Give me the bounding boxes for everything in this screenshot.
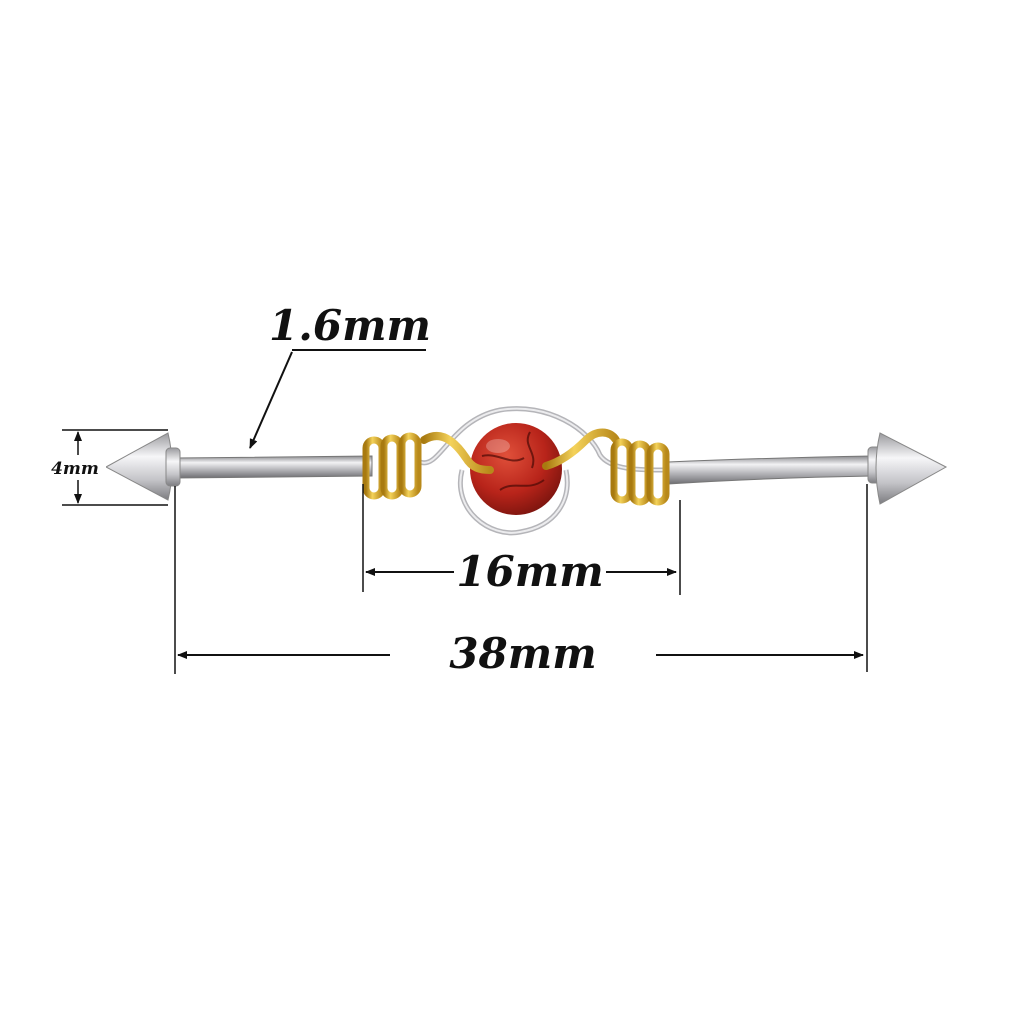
ball-dimension: 4mm	[44, 429, 168, 506]
ball-label: 4mm	[51, 459, 99, 479]
left-spike-end	[104, 432, 181, 501]
total-dimension: 38mm	[174, 484, 868, 678]
inner-dimension: 16mm	[362, 484, 681, 596]
gold-wire-arms	[420, 428, 620, 474]
gold-coil-left	[362, 432, 422, 500]
gauge-label: 1.6mm	[269, 301, 431, 350]
left-bar	[174, 455, 373, 479]
right-bar	[667, 455, 873, 485]
barbell	[104, 406, 948, 536]
gauge-dimension: 1.6mm	[249, 301, 431, 449]
steel-wire-loop	[419, 406, 665, 536]
gold-coil-right	[610, 438, 670, 506]
red-bead	[470, 423, 562, 515]
right-spike-end	[867, 432, 948, 505]
inner-length-label: 16mm	[456, 547, 603, 596]
total-length-label: 38mm	[449, 629, 596, 678]
